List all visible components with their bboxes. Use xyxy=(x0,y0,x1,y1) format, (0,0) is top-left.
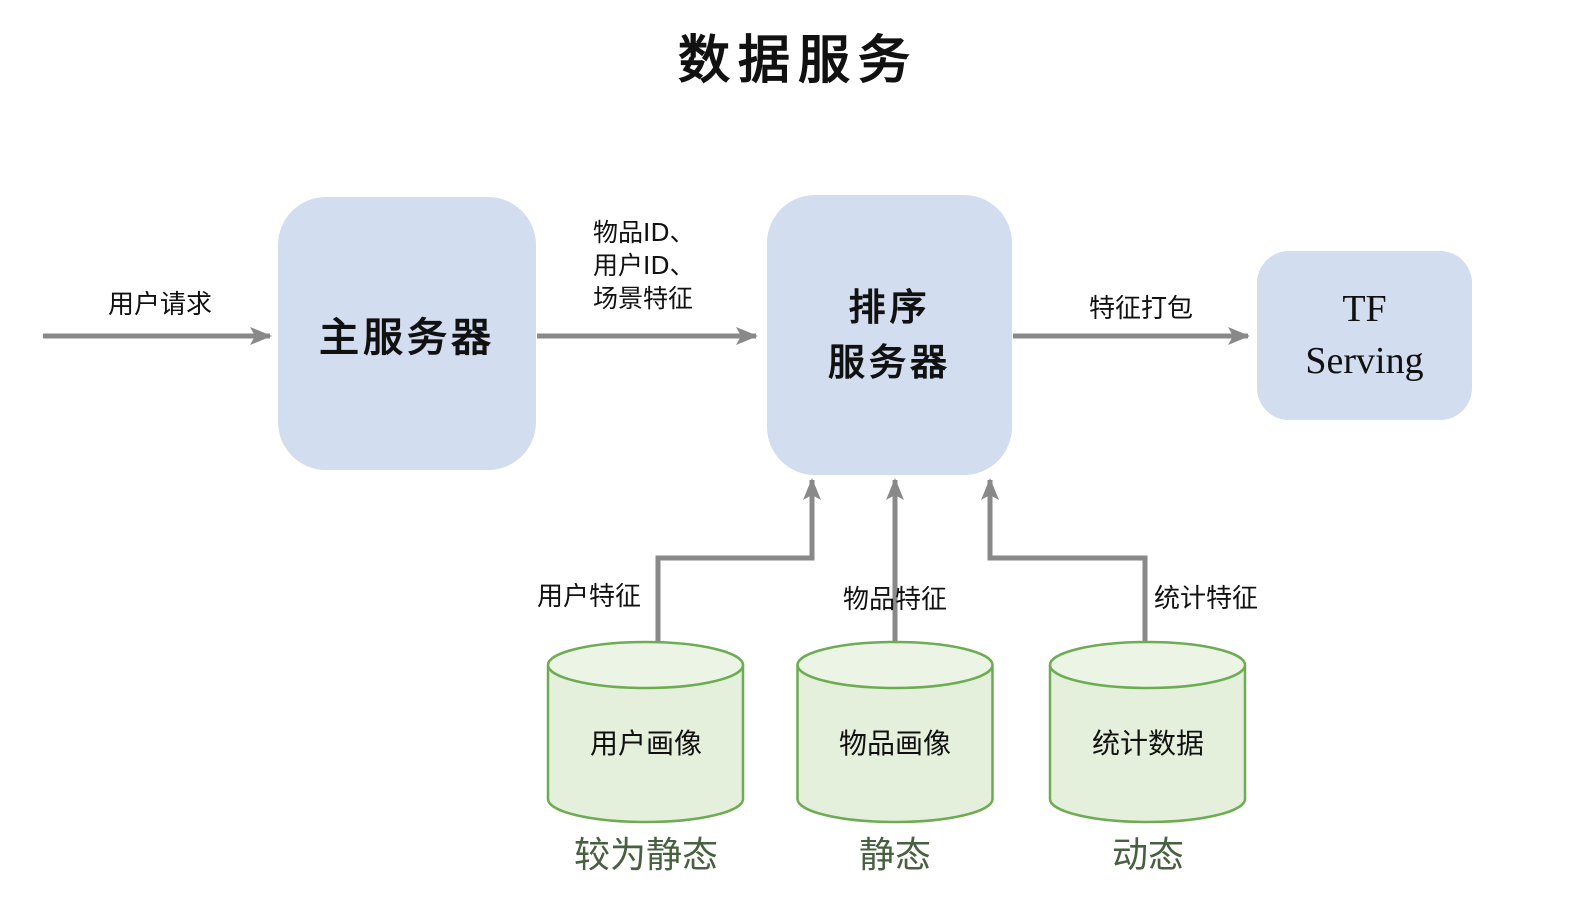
tf-serving-label-line2: Serving xyxy=(1305,339,1424,382)
database-label-stat-data: 统计数据 xyxy=(1091,727,1204,760)
edge-label-user-request: 用户请求 xyxy=(107,290,212,320)
ranking-server-label-line2: 服务器 xyxy=(828,341,951,384)
edge-label-item-features: 物品特征 xyxy=(842,585,947,615)
database-label-item-profile: 物品画像 xyxy=(838,727,951,760)
database-cylinder-user-profile xyxy=(546,640,745,824)
arrow-stat-data-to-ranking xyxy=(981,478,1148,643)
edge-label-stat-features: 统计特征 xyxy=(1153,584,1258,614)
node-ranking-server: 排序 服务器 xyxy=(767,195,1012,475)
edge-label-ids-line2: 用户ID、 xyxy=(593,251,695,280)
edge-label-ids-features: 物品ID、 用户ID、 场景特征 xyxy=(593,216,695,315)
edge-label-ids-line1: 物品ID、 xyxy=(593,218,695,247)
node-tf-serving: TF Serving xyxy=(1257,251,1472,420)
database-label-user-profile: 用户画像 xyxy=(589,727,702,760)
database-cylinder-stat-data xyxy=(1048,640,1247,824)
edge-label-user-features: 用户特征 xyxy=(536,582,641,612)
state-label-stat-data: 动态 xyxy=(1111,835,1184,876)
arrow-user-profile-to-ranking xyxy=(655,478,821,643)
state-label-item-profile: 静态 xyxy=(858,835,931,876)
database-cylinder-item-profile xyxy=(796,640,994,824)
edge-label-feature-pack: 特征打包 xyxy=(1088,294,1193,324)
tf-serving-label-line1: TF xyxy=(1342,288,1387,331)
node-main-server: 主服务器 xyxy=(278,197,536,470)
diagram-title: 数据服务 xyxy=(677,31,918,91)
state-label-user-profile: 较为静态 xyxy=(573,835,718,876)
main-server-label: 主服务器 xyxy=(319,314,495,361)
ranking-server-label-line1: 排序 xyxy=(848,285,931,329)
edge-label-ids-line3: 场景特征 xyxy=(593,284,694,313)
